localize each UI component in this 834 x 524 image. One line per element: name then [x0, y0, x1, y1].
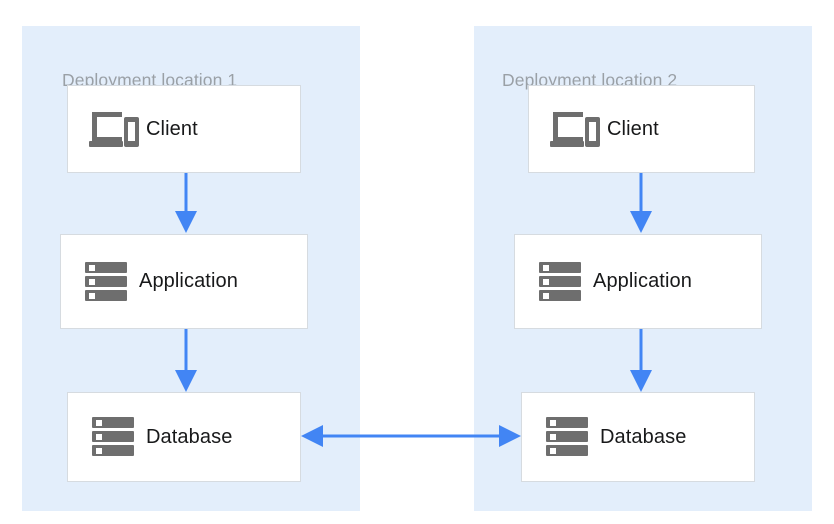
node-application-zone-1[interactable]: Application — [60, 234, 308, 329]
server-stack-icon — [540, 414, 594, 460]
node-database-zone-1[interactable]: Database — [67, 392, 301, 482]
node-client-zone-1[interactable]: Client — [67, 85, 301, 173]
server-stack-icon — [86, 414, 140, 460]
node-application-zone-2[interactable]: Application — [514, 234, 762, 329]
node-client-zone-2[interactable]: Client — [528, 85, 755, 173]
devices-icon — [547, 106, 601, 152]
server-stack-icon — [533, 259, 587, 305]
node-label: Database — [146, 425, 233, 448]
node-label: Client — [607, 117, 659, 140]
node-label: Application — [139, 270, 238, 292]
server-stack-icon — [79, 259, 133, 305]
node-label: Client — [146, 117, 198, 140]
node-label: Database — [600, 425, 687, 448]
node-database-zone-2[interactable]: Database — [521, 392, 755, 482]
devices-icon — [86, 106, 140, 152]
node-label: Application — [593, 270, 692, 292]
